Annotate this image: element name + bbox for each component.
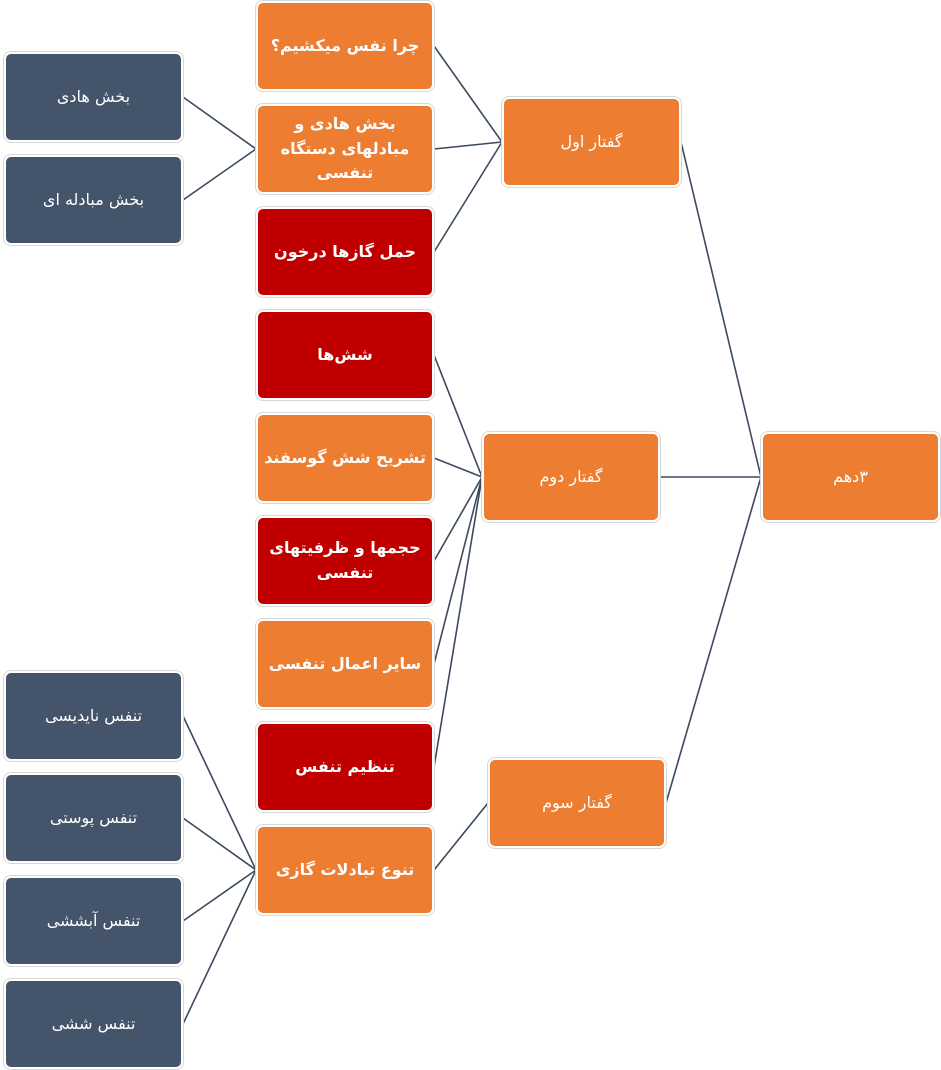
topic-node-2: بخش هادی و مبادلهای دستگاه تنفسی: [256, 104, 434, 194]
connector-topic-9-sub-5: [182, 869, 257, 922]
topic-node-8: تنظیم تنفس: [256, 722, 434, 812]
connector-topic-9-sub-4: [182, 817, 257, 871]
connector-chapter-2-topic-7: [433, 476, 483, 665]
connector-chapter-1-topic-3: [433, 141, 503, 253]
connector-topic-9-sub-3: [182, 715, 257, 871]
chapter-node-3: گفتار سوم: [488, 758, 666, 848]
connector-chapter-1-topic-2: [433, 141, 503, 150]
subtopic-node-3: تنفس نایدیسی: [4, 671, 183, 761]
chapter-node-1: گفتار اول: [502, 97, 681, 187]
topic-node-5: تشریح شش گوسفند: [256, 413, 434, 503]
connector-chapter-3-topic-9: [433, 802, 489, 871]
connector-topic-2-sub-1: [182, 96, 257, 150]
subtopic-node-5: تنفس آبششی: [4, 876, 183, 966]
topic-node-9: تنوع تبادلات گازی: [256, 825, 434, 915]
connector-root-chapter-1: [680, 141, 762, 478]
connector-topic-9-sub-6: [182, 869, 257, 1025]
connector-chapter-2-topic-8: [433, 476, 483, 768]
subtopic-node-6: تنفس ششی: [4, 979, 183, 1069]
subtopic-node-2: بخش مبادله ای: [4, 155, 183, 245]
subtopic-node-4: تنفس پوستی: [4, 773, 183, 863]
topic-node-4: شش‌ها: [256, 310, 434, 400]
connector-chapter-2-topic-4: [433, 354, 483, 478]
chapter-node-2: گفتار دوم: [482, 432, 660, 522]
topic-node-1: چرا نفس میکشیم؟: [256, 1, 434, 91]
connector-chapter-2-topic-6: [433, 476, 483, 562]
connector-chapter-1-topic-1: [433, 45, 503, 143]
topic-node-7: سایر اعمال تنفسی: [256, 619, 434, 709]
subtopic-node-1: بخش هادی: [4, 52, 183, 142]
root-node: ۳دهم: [761, 432, 940, 522]
connector-chapter-2-topic-5: [433, 457, 483, 478]
connector-root-chapter-3: [665, 476, 762, 804]
connector-topic-2-sub-2: [182, 148, 257, 201]
topic-node-3: حمل گازها درخون: [256, 207, 434, 297]
topic-node-6: حجمها و ظرفیتهای تنفسی: [256, 516, 434, 606]
